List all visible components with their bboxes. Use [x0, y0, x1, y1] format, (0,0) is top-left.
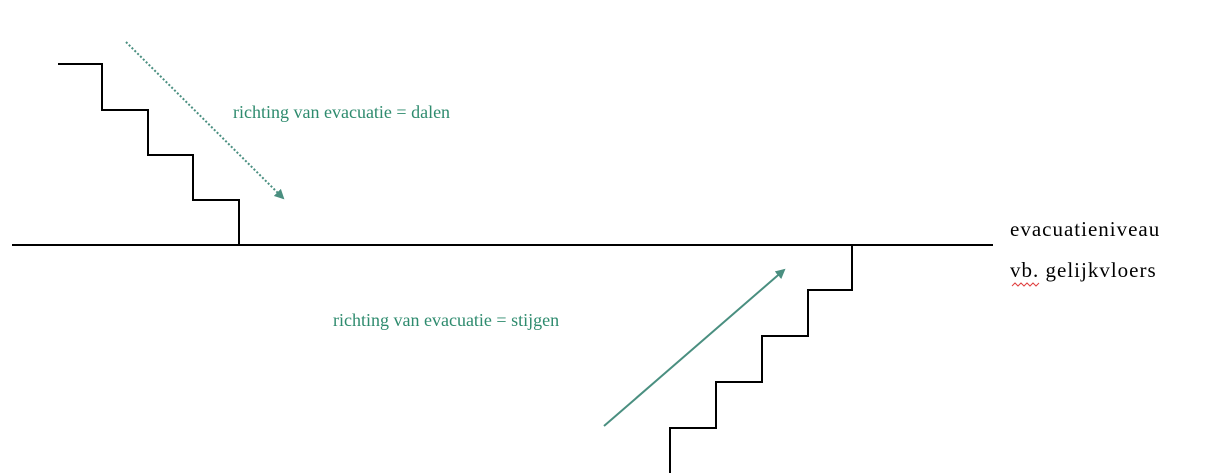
ascending-staircase — [669, 245, 853, 473]
evacuation-level-label: evacuatieniveau — [1010, 217, 1160, 241]
spellcheck-underline — [1011, 282, 1040, 287]
descend-label: richting van evacuatie = dalen — [233, 102, 450, 122]
ascend-label: richting van evacuatie = stijgen — [333, 310, 559, 330]
example-level-label: vb. gelijkvloers — [1010, 258, 1157, 282]
descending-staircase — [58, 63, 240, 245]
ascend-arrow — [603, 268, 786, 427]
descend-arrow — [125, 41, 285, 200]
